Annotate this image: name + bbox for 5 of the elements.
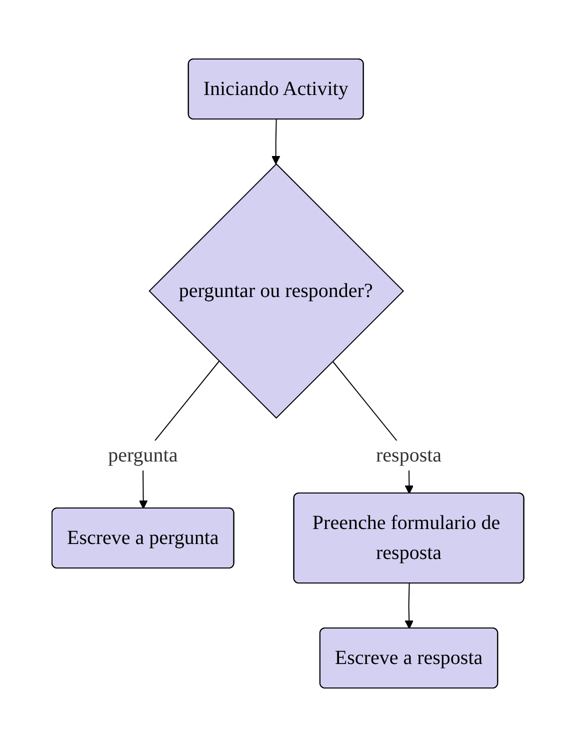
node-diamond: perguntar ou responder?: [148, 163, 404, 419]
arrow: [404, 583, 414, 629]
edge-label: pergunta: [108, 444, 178, 466]
arrow: [271, 118, 280, 164]
edge-label: resposta: [376, 444, 442, 466]
